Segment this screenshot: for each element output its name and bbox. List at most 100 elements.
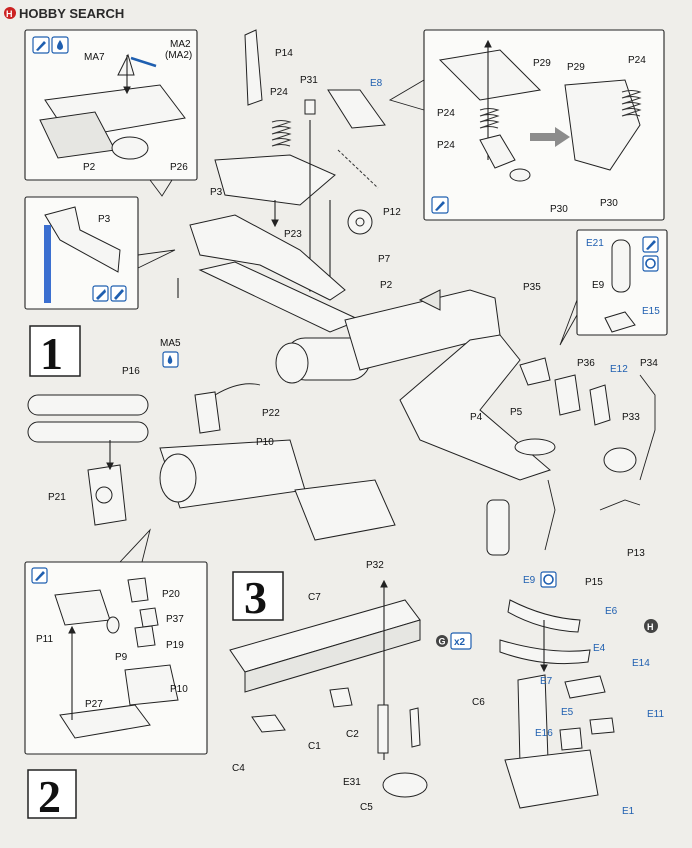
label-p5: P5	[510, 407, 523, 418]
rotate-icon	[642, 255, 659, 272]
step-3-marker: 3	[232, 571, 284, 623]
label-c1: C1	[308, 741, 321, 752]
label-e9-inset: E9	[592, 280, 605, 291]
label-p11: P11	[36, 634, 53, 645]
inset-p3-detail: P3	[24, 196, 176, 310]
label-p34: P34	[640, 358, 658, 369]
label-c6: C6	[472, 697, 485, 708]
marker-h-icon: H	[644, 619, 658, 633]
svg-text:H: H	[6, 9, 13, 19]
file-sand-icon	[92, 285, 109, 302]
paint-brush-icon	[31, 567, 48, 584]
svg-text:G: G	[439, 637, 446, 647]
label-e4: E4	[593, 643, 606, 654]
label-p9: P9	[115, 652, 128, 663]
inset-grab-handle: MA7 MA2 (MA2) P2 P26	[24, 29, 198, 197]
label-p24c: P24	[437, 140, 455, 151]
label-e6: E6	[605, 606, 618, 617]
label-p16: P16	[122, 366, 140, 377]
label-c5: C5	[360, 802, 373, 813]
label-p10-inset: P10	[170, 684, 188, 695]
label-p24b: P24	[437, 108, 455, 119]
label-ma2: MA2	[170, 39, 191, 50]
marker-g-icon: G	[436, 635, 448, 647]
label-p4: P4	[470, 412, 483, 423]
side-assembly: P16 P22 P10 P21 P32	[27, 366, 396, 571]
gun-receiver-assembly: P3 P23 P2	[189, 187, 501, 384]
label-e14: E14	[632, 658, 650, 669]
cradle-assembly: P4 P35 P36 E12 P34 P5 P33 P13 E9 P15	[399, 282, 658, 588]
label-p37: P37	[166, 614, 184, 625]
hobby-search-logo: H HOBBY SEARCH	[4, 6, 124, 21]
label-p36: P36	[577, 358, 595, 369]
label-p31: P31	[300, 75, 318, 86]
label-c4: C4	[232, 763, 245, 774]
svg-text:x2: x2	[454, 637, 466, 648]
paint-drop-icon	[51, 36, 69, 54]
label-p10-main: P10	[256, 437, 274, 448]
label-ma5: MA5	[160, 338, 181, 349]
paint-brush-icon	[110, 285, 127, 302]
inset-e9-detail: E21 E9 E15	[559, 229, 668, 346]
label-p3-inset: P3	[98, 214, 111, 225]
label-p2-main: P2	[380, 280, 393, 291]
ma5-callout: MA5	[160, 278, 181, 368]
label-p32: P32	[366, 560, 384, 571]
label-p22: P22	[262, 408, 280, 419]
label-e1: E1	[622, 806, 635, 817]
label-p30b: P30	[600, 198, 618, 209]
paint-brush-icon	[642, 236, 659, 253]
logo-text: HOBBY SEARCH	[19, 6, 124, 21]
svg-text:H: H	[647, 622, 654, 632]
label-p29a: P29	[533, 58, 551, 69]
label-p19: P19	[166, 640, 184, 651]
label-e12: E12	[610, 364, 628, 375]
label-p12: P12	[383, 207, 401, 218]
frame-rail-assembly: C7 C4 C1 C2 E31 C6 C5 G x2	[229, 579, 485, 813]
label-p24a: P24	[628, 55, 646, 66]
paint-drop-icon	[162, 351, 179, 368]
label-p24-main: P24	[270, 87, 288, 98]
step-3-number: 3	[244, 572, 267, 623]
label-p2-inset: P2	[83, 162, 96, 173]
label-p30a: P30	[550, 204, 568, 215]
step-2-number: 2	[38, 771, 61, 822]
label-e5: E5	[561, 707, 574, 718]
assembly-top-center: P14 P31 E8 P24 P12 P7	[214, 29, 401, 293]
label-p20: P20	[162, 589, 180, 600]
multiply-x2-badge: x2	[450, 632, 472, 650]
label-p27: P27	[85, 699, 103, 710]
label-e31: E31	[343, 777, 361, 788]
label-ma7: MA7	[84, 52, 105, 63]
label-p13: P13	[627, 548, 645, 559]
label-p7: P7	[378, 254, 391, 265]
label-ma2-alt: (MA2)	[165, 50, 192, 61]
label-e15: E15	[642, 306, 660, 317]
paint-brush-icon	[32, 36, 50, 54]
label-c7: C7	[308, 592, 321, 603]
label-e7: E7	[540, 676, 553, 687]
paint-brush-icon	[431, 196, 449, 214]
step-2-marker: 2	[27, 769, 77, 822]
inset-step-2: P20 P37 P11 P19 P9 P10 P27	[24, 528, 208, 755]
label-e8: E8	[370, 78, 383, 89]
label-e21: E21	[586, 238, 604, 249]
label-e9-main: E9	[523, 575, 536, 586]
label-p3-main: P3	[210, 187, 223, 198]
step-1-marker: 1	[29, 325, 81, 379]
step-1-number: 1	[40, 328, 63, 379]
label-c2: C2	[346, 729, 359, 740]
label-e11: E11	[647, 709, 664, 720]
label-p29b: P29	[567, 62, 585, 73]
label-p15: P15	[585, 577, 603, 588]
inset-spring-assembly: P29 P29 P24 P24 P24 P30 P30	[388, 29, 665, 221]
label-p21: P21	[48, 492, 66, 503]
label-p35: P35	[523, 282, 541, 293]
rotate-icon	[540, 571, 557, 588]
label-p33: P33	[622, 412, 640, 423]
shield-mount-assembly: E6 E4 H E14 E7 E5 E11 E16 E1	[499, 599, 664, 817]
label-p23: P23	[284, 229, 302, 240]
label-p14: P14	[275, 48, 293, 59]
label-p26: P26	[170, 162, 188, 173]
